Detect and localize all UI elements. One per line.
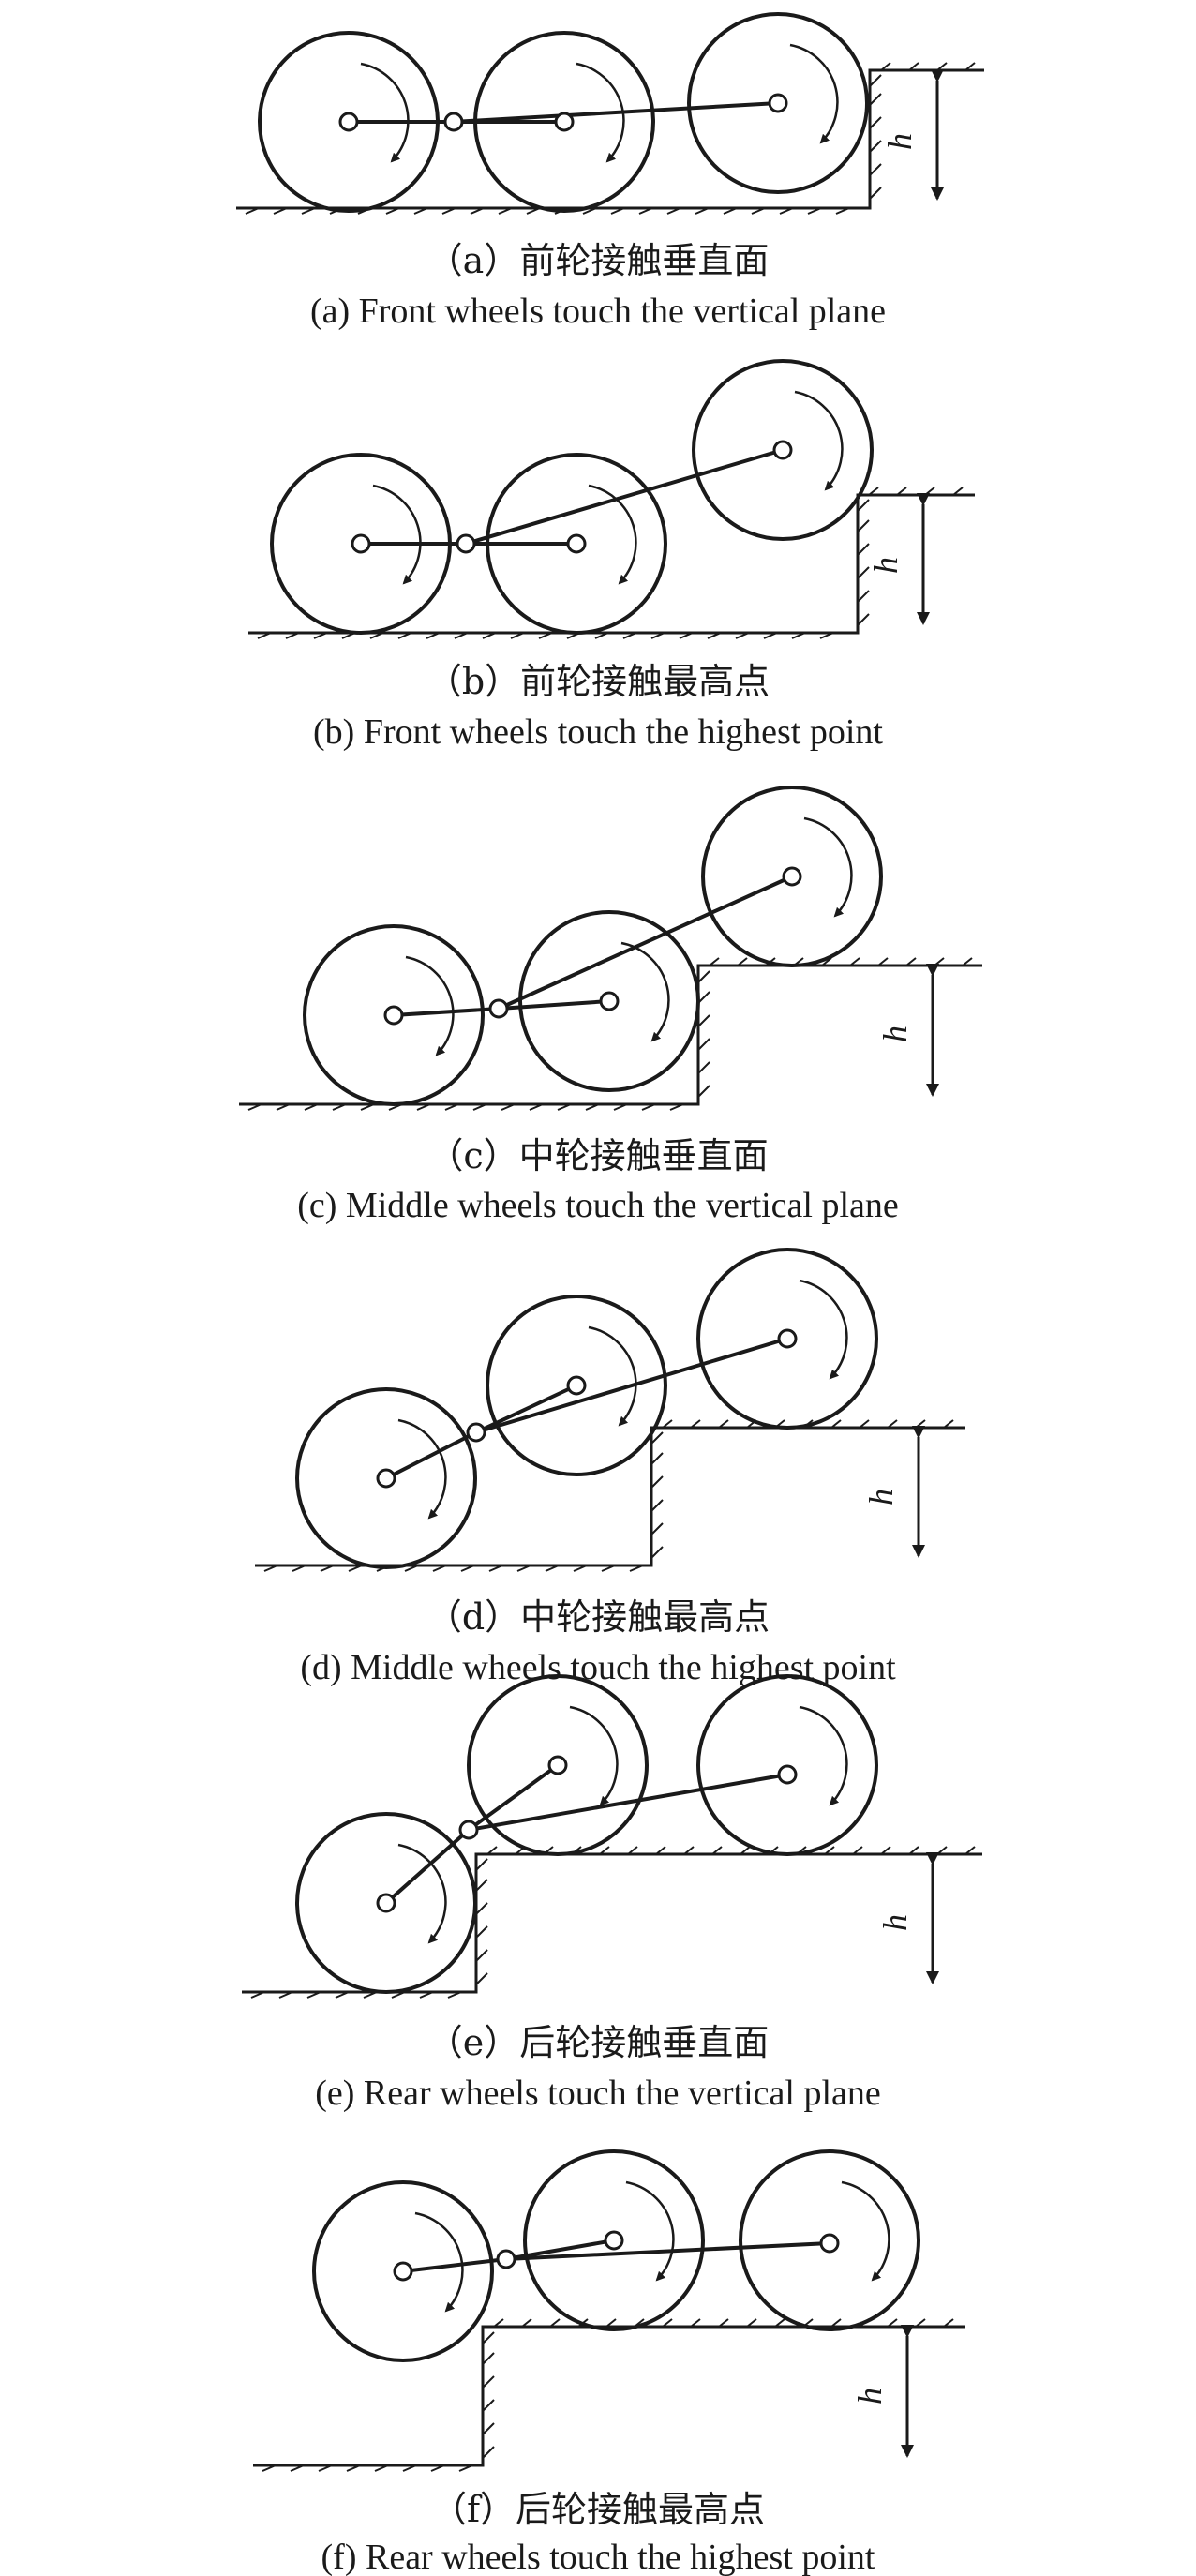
wheel <box>312 2149 920 2362</box>
caption-en: (a) Front wheels touch the vertical plan… <box>310 292 886 331</box>
wheel <box>270 359 874 635</box>
caption-cn: （d）中轮接触最高点 <box>426 1596 770 1638</box>
height-dimension: h <box>881 69 944 201</box>
caption-en: (c) Middle wheels touch the vertical pla… <box>297 1186 899 1225</box>
caption-cn: （c）中轮接触垂直面 <box>427 1135 768 1176</box>
axle <box>383 866 802 1026</box>
terrain <box>236 62 984 215</box>
axle <box>338 93 788 132</box>
caption-cn: （e）后轮接触垂直面 <box>427 2022 770 2063</box>
panel-c: h （c）中轮接触垂直面 (c) Middle wheels touch the… <box>239 786 982 1225</box>
height-dimension: h <box>867 493 930 625</box>
terrain <box>242 1846 982 1999</box>
height-label: h <box>881 133 919 150</box>
panel-b: h （b）前轮接触最高点 (b) Front wheels touch the … <box>248 359 975 752</box>
caption-cn: （a）前轮接触垂直面 <box>427 240 770 281</box>
terrain <box>239 957 982 1111</box>
caption-en: (f) Rear wheels touch the highest point <box>321 2538 875 2576</box>
panel-e: h （e）后轮接触垂直面 (e) Rear wheels touch the v… <box>242 1674 982 2113</box>
height-dimension: h <box>876 964 939 1097</box>
height-dimension: h <box>851 2325 914 2458</box>
axle <box>376 1328 798 1489</box>
height-label: h <box>876 1914 914 1931</box>
linkage <box>361 448 784 546</box>
rotation-arrow <box>372 390 844 585</box>
height-dimension: h <box>862 1426 925 1558</box>
linkage <box>385 1337 788 1480</box>
wheel <box>303 786 883 1106</box>
wheel <box>295 1674 878 1994</box>
linkage <box>349 101 779 124</box>
panel-f: h （f）后轮接触最高点 (f) Rear wheels touch the h… <box>253 2149 965 2576</box>
caption-cn: （b）前轮接触最高点 <box>426 661 770 702</box>
caption-cn: （f）后轮接触最高点 <box>431 2489 765 2530</box>
panel-a: h （a）前轮接触垂直面 (a) Front wheels touch the … <box>236 12 984 331</box>
linkage <box>402 2239 830 2273</box>
caption-en: (d) Middle wheels touch the highest poin… <box>300 1648 896 1687</box>
rotation-arrow <box>397 1705 848 1944</box>
linkage <box>384 1763 788 1905</box>
axle <box>351 440 793 554</box>
wheel <box>295 1248 878 1569</box>
caption-en: (b) Front wheels touch the highest point <box>313 712 883 752</box>
height-label: h <box>867 557 904 574</box>
rotation-arrow <box>360 43 839 163</box>
height-label: h <box>851 2388 889 2404</box>
height-dimension: h <box>876 1852 939 1984</box>
rotation-arrow <box>414 2180 890 2313</box>
rotation-arrow <box>397 1279 848 1520</box>
axle <box>393 2230 840 2282</box>
axle <box>376 1755 798 1913</box>
rotation-arrow <box>405 816 853 1056</box>
height-label: h <box>876 1026 914 1042</box>
terrain <box>248 487 975 639</box>
linkage <box>393 875 793 1017</box>
panel-d: h （d）中轮接触最高点 (d) Middle wheels touch the… <box>255 1248 965 1687</box>
terrain <box>255 1419 965 1572</box>
caption-en: (e) Rear wheels touch the vertical plane <box>315 2074 881 2113</box>
height-label: h <box>862 1489 900 1505</box>
